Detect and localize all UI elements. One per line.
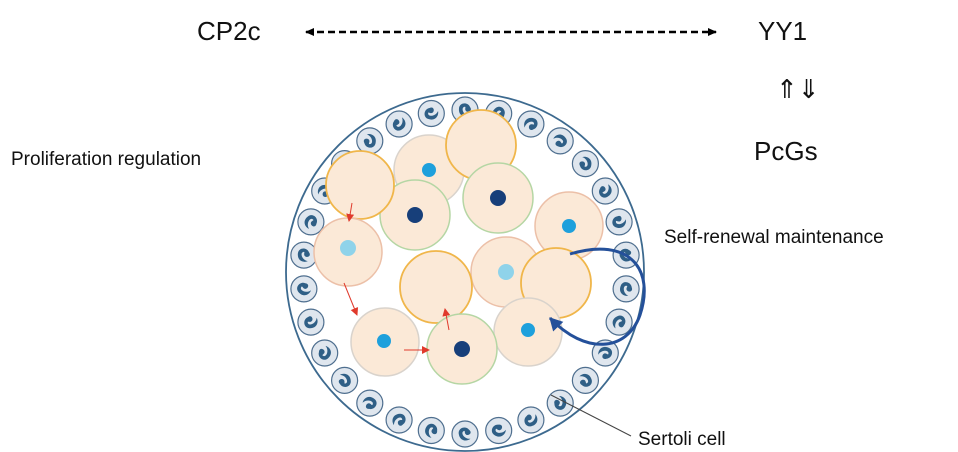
sertoli-cell <box>297 308 325 336</box>
sertoli-cell <box>356 127 384 155</box>
sertoli-cell-ring <box>290 96 640 448</box>
sertoli-cell <box>485 416 513 445</box>
sertoli-cell-nucleus <box>318 345 331 360</box>
sertoli-cell <box>385 406 413 434</box>
sertoli-cell <box>290 275 318 303</box>
sertoli-cell <box>331 366 359 394</box>
germ-cell <box>399 250 473 324</box>
sertoli-cell <box>612 275 640 303</box>
sertoli-cell <box>605 208 633 236</box>
sertoli-cell <box>290 241 318 269</box>
sertoli-cell-label: Sertoli cell <box>638 429 726 450</box>
sertoli-cell-nucleus <box>363 134 376 148</box>
sertoli-cell-nucleus <box>620 282 633 296</box>
sertoli-cell-pointer <box>550 394 632 437</box>
germ-cell-nucleus <box>562 219 576 233</box>
sertoli-cell-nucleus <box>612 215 627 228</box>
sertoli-cell <box>571 366 600 394</box>
proliferation-arrows <box>343 202 451 354</box>
sertoli-cell <box>417 416 445 445</box>
sertoli-cell <box>311 339 339 367</box>
cp2c-label: CP2c <box>197 16 261 46</box>
bidirectional-arrows-label: ⇑⇓ <box>776 74 820 104</box>
proliferation-arrow <box>346 202 355 222</box>
germ-cell <box>325 150 395 220</box>
sertoli-cell-nucleus <box>619 248 633 262</box>
sertoli-cell-nucleus <box>579 156 592 171</box>
sertoli-cell-nucleus <box>458 427 471 441</box>
proliferation-arrow <box>442 308 451 331</box>
germ-cell-nucleus <box>521 323 535 337</box>
sertoli-cell <box>297 208 325 236</box>
sertoli-cell <box>591 177 619 205</box>
sertoli-cell <box>451 420 479 448</box>
sertoli-cell-nucleus <box>579 373 592 387</box>
pcgs-label: PcGs <box>754 136 818 166</box>
proliferation-regulation-label: Proliferation regulation <box>11 149 202 170</box>
sertoli-cell <box>605 308 633 336</box>
sertoli-cell <box>417 99 445 128</box>
sertoli-cell-nucleus <box>599 184 612 198</box>
sertoli-cell <box>546 127 574 155</box>
sertoli-cell-nucleus <box>392 413 406 426</box>
yy1-label: YY1 <box>758 16 808 46</box>
germ-cell-nucleus <box>490 190 506 206</box>
germ-cell-nucleus <box>498 264 514 280</box>
sertoli-cell-nucleus <box>598 346 613 359</box>
sertoli-cell-nucleus <box>297 282 311 296</box>
sertoli-cell-nucleus <box>458 103 471 117</box>
sertoli-cell-nucleus <box>491 424 506 437</box>
germ-cell-nucleus <box>340 240 356 256</box>
self-renewal-maintenance-label: Self-renewal maintenance <box>664 227 884 248</box>
sertoli-cell-nucleus <box>362 396 377 410</box>
sertoli-cell <box>571 150 600 178</box>
sertoli-cell-nucleus <box>612 315 626 329</box>
sertoli-cell <box>517 110 545 138</box>
sertoli-cell-nucleus <box>392 117 406 131</box>
sertoli-cell-nucleus <box>297 248 310 262</box>
sertoli-cell-nucleus <box>304 215 318 229</box>
sertoli-cell <box>385 110 413 138</box>
sertoli-cell-nucleus <box>524 117 538 130</box>
self-renewal-loop-arrow <box>548 247 646 346</box>
sertoli-cell <box>356 389 384 417</box>
sertoli-cell-nucleus <box>338 373 351 387</box>
sertoli-cell-nucleus <box>425 423 438 438</box>
germ-cell-nucleus <box>377 334 391 348</box>
proliferation-arrow <box>343 282 359 316</box>
sertoli-cell-nucleus <box>424 107 439 120</box>
sertoli-cell-nucleus <box>553 134 567 148</box>
sertoli-cell-nucleus <box>524 414 538 427</box>
germ-cell-nucleus <box>422 163 436 177</box>
sertoli-cell <box>517 406 545 434</box>
sertoli-cell-nucleus <box>554 395 567 410</box>
sertoli-cell-nucleus <box>304 316 318 329</box>
germ-cells <box>313 109 604 385</box>
germ-cell-nucleus <box>454 341 470 357</box>
sertoli-cell <box>546 389 574 417</box>
germ-cell-nucleus <box>407 207 423 223</box>
sertoli-cell <box>591 339 619 367</box>
